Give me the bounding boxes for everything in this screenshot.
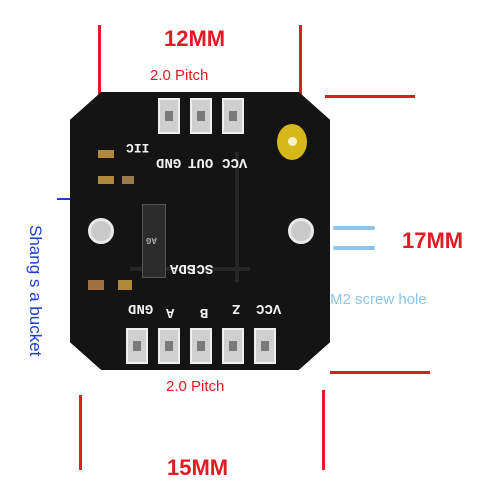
top-height-guide bbox=[325, 95, 415, 98]
bottom-dimension-label: 15MM bbox=[167, 455, 229, 480]
pin-label-a: A bbox=[166, 304, 175, 320]
pin-label-vcc-bottom: VCC bbox=[256, 300, 282, 316]
pin-label-gnd-top: GND bbox=[156, 154, 182, 170]
bottom-pad-2 bbox=[158, 328, 180, 364]
height-dimension-label: 17MM bbox=[402, 228, 464, 253]
left-mount-hole bbox=[88, 218, 114, 244]
screw-hole-marker-bottom bbox=[333, 246, 375, 250]
left-bottom-guide bbox=[79, 395, 82, 470]
width-dimension-label: 12MM bbox=[164, 26, 226, 51]
pin-label-b: B bbox=[200, 304, 209, 320]
top-pad-1 bbox=[158, 98, 180, 134]
capacitor bbox=[122, 176, 134, 184]
sensor-chip: AG bbox=[142, 204, 166, 278]
trace bbox=[235, 152, 239, 282]
resistor bbox=[98, 176, 114, 184]
trace bbox=[130, 267, 250, 271]
right-bottom-guide bbox=[322, 390, 325, 470]
iic-label: IIC bbox=[126, 140, 150, 155]
resistor bbox=[98, 150, 114, 158]
capacitor bbox=[88, 280, 104, 290]
top-pitch-label: 2.0 Pitch bbox=[150, 67, 209, 84]
right-width-guide bbox=[299, 25, 302, 95]
screw-hole-marker-top bbox=[333, 226, 375, 230]
bottom-pad-5 bbox=[254, 328, 276, 364]
side-note: Shang s a bucket bbox=[26, 225, 45, 357]
bottom-pad-3 bbox=[190, 328, 212, 364]
bottom-pitch-label: 2.0 Pitch bbox=[166, 378, 225, 395]
right-mount-hole bbox=[288, 218, 314, 244]
capacitor bbox=[118, 280, 132, 290]
left-width-guide bbox=[98, 25, 101, 95]
top-pad-3 bbox=[222, 98, 244, 134]
pin-label-z: Z bbox=[232, 300, 241, 316]
chip-marking: AG bbox=[146, 235, 157, 245]
bottom-pad-4 bbox=[222, 328, 244, 364]
pin-label-gnd-bottom: GND bbox=[128, 300, 154, 316]
bottom-height-guide bbox=[330, 371, 430, 374]
screw-hole-label: M2 screw hole bbox=[330, 291, 427, 308]
pin-label-sda: SDA bbox=[170, 260, 196, 276]
top-pad-2 bbox=[190, 98, 212, 134]
pin-label-out-top: OUT bbox=[188, 154, 214, 170]
bottom-pad-1 bbox=[126, 328, 148, 364]
pin-label-vcc-top: VCC bbox=[222, 154, 248, 170]
gold-mount-pad bbox=[277, 124, 307, 160]
